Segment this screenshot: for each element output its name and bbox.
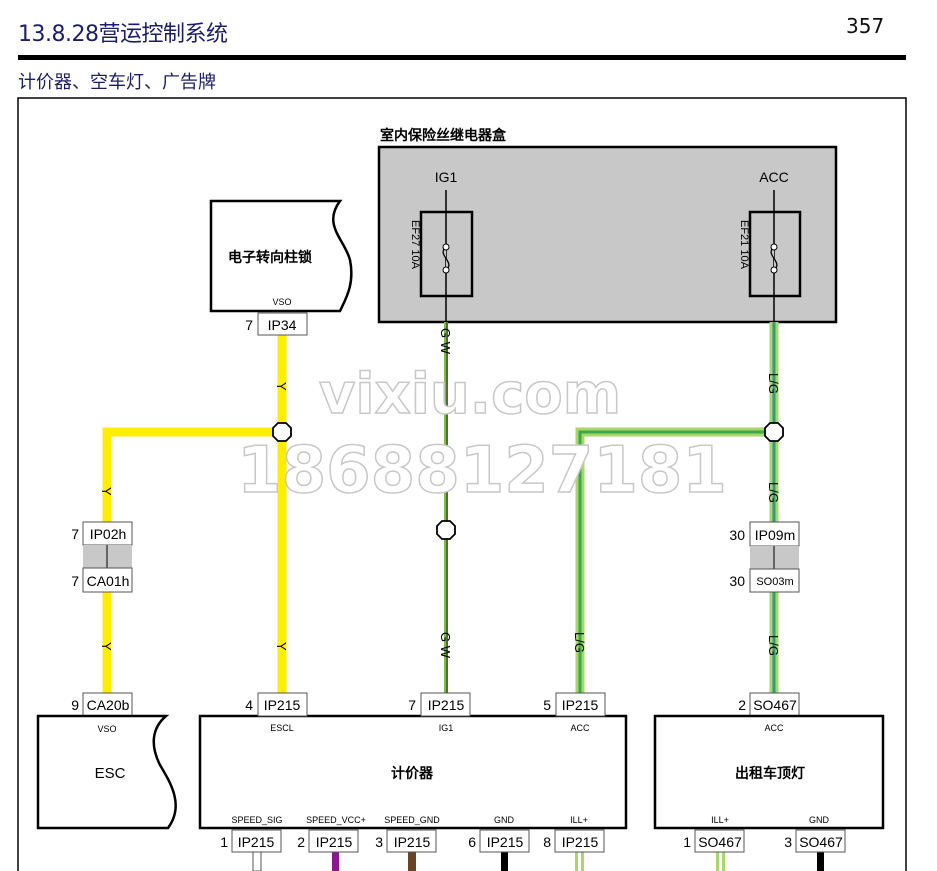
connector-id: IP215 — [562, 834, 599, 850]
pin-number: 30 — [729, 573, 745, 589]
splice-junction — [436, 520, 456, 540]
connector-id: IP215 — [562, 697, 599, 713]
taximeter: 计价器 IP215 4 ESCL IP215 7 IG1 IP215 5 ACC… — [198, 692, 628, 853]
pin-number: 30 — [729, 527, 745, 543]
fuse-icon: EF27 10A — [409, 190, 474, 322]
wire-yellow — [102, 335, 287, 693]
connector-bottom: SPEED_VCC+ IP215 2 — [297, 815, 366, 853]
pin-number: 2 — [297, 834, 305, 850]
pin-number: 8 — [543, 834, 551, 850]
pin-label: IG1 — [439, 723, 454, 733]
pin-number: 7 — [245, 317, 253, 333]
wire-code-label: L/G — [766, 635, 781, 656]
splice-junction — [764, 422, 784, 442]
wire-code-label: G W — [438, 632, 453, 659]
connector-id: IP215 — [394, 834, 431, 850]
connector-top: IP215 7 IG1 — [408, 692, 471, 733]
fuse-rating: EF27 10A — [409, 220, 421, 270]
connector-id: IP215 — [264, 697, 301, 713]
component-title: 出租车顶灯 — [735, 765, 805, 781]
fuse-acc-label: ACC — [759, 169, 789, 185]
pin-label: ILL+ — [570, 815, 588, 825]
diagram-frame — [17, 97, 907, 871]
connector-id: IP02h — [90, 526, 127, 542]
connector-bottom: SPEED_SIG IP215 1 — [220, 815, 283, 853]
fuse-relay-box: 室内保险丝继电器盒 IG1 ACC EF27 10A EF21 10A — [377, 127, 838, 324]
connector-id: IP215 — [238, 834, 275, 850]
watermark: 18688127181 — [237, 434, 727, 508]
fuse-icon: EF21 10A — [738, 190, 802, 322]
wire-green-white — [444, 322, 448, 693]
pin-number: 7 — [71, 573, 79, 589]
wire-code-label: Y — [99, 487, 114, 496]
inline-connector-left: IP02h CA01h 7 7 — [71, 521, 133, 593]
fuse-rating: EF21 10A — [738, 220, 750, 270]
pin-label: SPEED_GND — [384, 815, 440, 825]
pin-label: ESCL — [270, 723, 294, 733]
watermark: vixiu.com — [319, 362, 621, 427]
pin-label: SPEED_SIG — [231, 815, 282, 825]
taxi-roof-light: SO467 2 ACC 出租车顶灯 ILL+ GND SO467 SO467 1… — [653, 692, 885, 853]
pin-number: 9 — [71, 697, 79, 713]
wire-code-label: L/G — [766, 373, 781, 394]
connector-id: IP09m — [755, 527, 795, 543]
connector-bottom: GND IP215 6 — [468, 815, 530, 853]
diagram-subtitle: 计价器、空车灯、广告牌 — [18, 72, 216, 93]
connector-id: SO03m — [756, 576, 793, 588]
pin-label: VSO — [97, 724, 116, 734]
page-number: 357 — [846, 14, 885, 38]
pin-number: 1 — [220, 834, 228, 850]
pin-label: ACC — [764, 723, 784, 733]
connector-bottom: ILL+ IP215 8 — [543, 815, 605, 853]
pin-number: 3 — [784, 834, 792, 850]
steering-column-lock: 电子转向柱锁 VSO IP34 7 — [209, 199, 353, 336]
wire-stubs — [252, 851, 824, 871]
connector-id: SO467 — [698, 834, 742, 850]
component-title: 电子转向柱锁 — [228, 249, 312, 265]
connector-id: IP34 — [268, 317, 297, 333]
pin-number: 1 — [683, 834, 691, 850]
fuse-ig1-label: IG1 — [435, 169, 458, 185]
pin-label: SPEED_VCC+ — [306, 815, 366, 825]
pin-number: 7 — [408, 697, 416, 713]
esc-module: CA20b 9 VSO ESC — [36, 692, 177, 830]
component-title: ESC — [95, 765, 126, 782]
connector-id: SO467 — [753, 697, 797, 713]
pin-number: 3 — [375, 834, 383, 850]
connector-id: IP215 — [428, 697, 465, 713]
pin-number: 7 — [71, 526, 79, 542]
connector-top: IP215 5 ACC — [543, 692, 606, 733]
pin-number: 4 — [245, 697, 253, 713]
pin-label: ILL+ — [711, 815, 729, 825]
connector-id: CA20b — [87, 697, 130, 713]
connector-id: IP215 — [316, 834, 353, 850]
wire-code-label: Y — [274, 642, 289, 651]
header-divider — [18, 55, 906, 60]
connector-top: IP215 4 ESCL — [245, 692, 308, 733]
fuse-box-title: 室内保险丝继电器盒 — [380, 127, 507, 143]
wire-code-label: G W — [438, 328, 453, 355]
connector-id: IP215 — [487, 834, 524, 850]
wire-code-label: L/G — [572, 632, 587, 653]
wire-code-label: L/G — [766, 482, 781, 503]
connector-id: CA01h — [87, 573, 130, 589]
section-title: 13.8.28营运控制系统 — [18, 22, 228, 47]
connector-id: SO467 — [799, 834, 843, 850]
component-title: 计价器 — [391, 765, 434, 781]
inline-connector-right: IP09m SO03m 30 30 — [729, 521, 800, 593]
pin-label: GND — [494, 815, 515, 825]
pin-label: VSO — [272, 297, 291, 307]
pin-number: 5 — [543, 697, 551, 713]
pin-label: GND — [809, 815, 830, 825]
wire-code-label: Y — [99, 642, 114, 651]
pin-number: 2 — [738, 697, 746, 713]
wire-code-label: Y — [274, 382, 289, 391]
pin-label: ACC — [570, 723, 590, 733]
connector-bottom: SPEED_GND IP215 3 — [375, 815, 440, 853]
pin-number: 6 — [468, 834, 476, 850]
splice-junction — [272, 422, 292, 442]
wire-lightgreen-green — [575, 322, 779, 693]
